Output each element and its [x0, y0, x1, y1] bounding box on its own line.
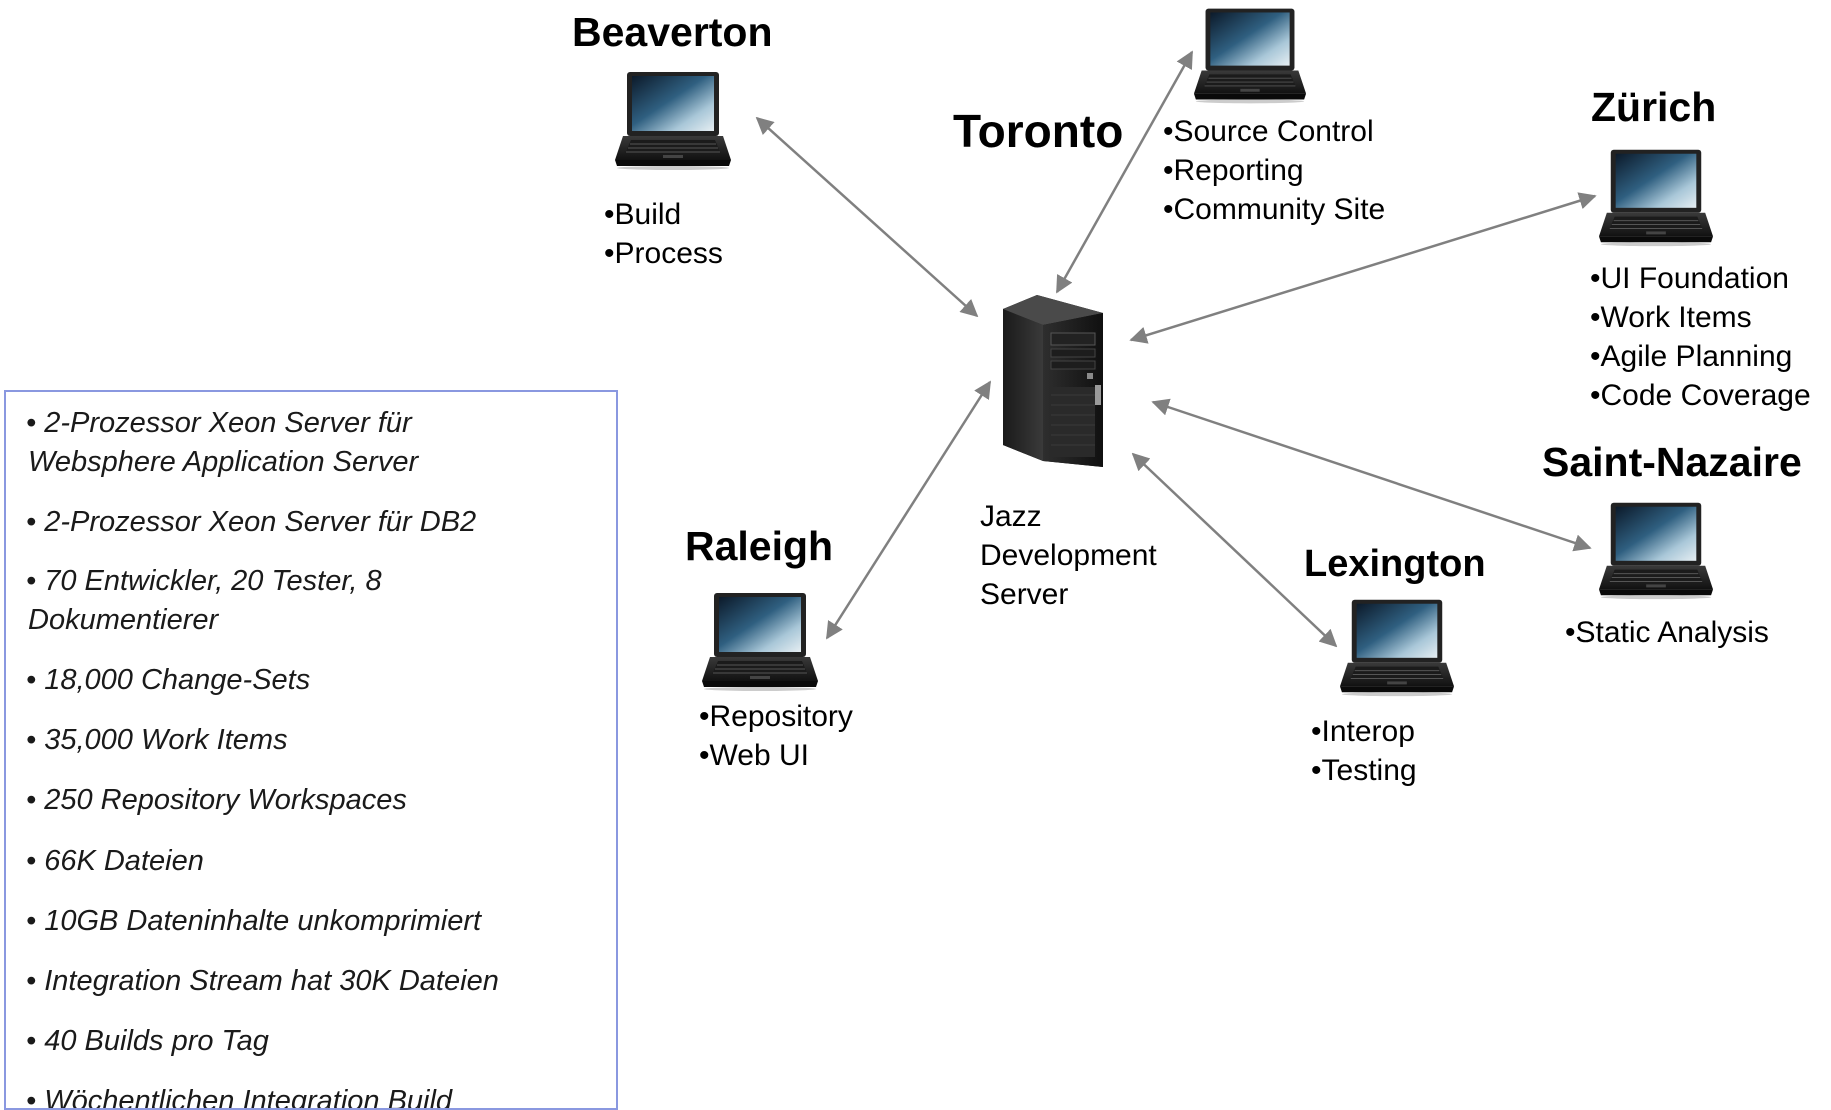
list-item: Work Items: [1590, 298, 1811, 337]
site-list-toronto: Source Control Reporting Community Site: [1163, 112, 1386, 229]
spec-line: Websphere Application Server: [28, 446, 419, 478]
laptop-icon: [1338, 597, 1456, 697]
spec-line: • 18,000 Change-Sets: [26, 664, 311, 696]
site-name-toronto: Toronto: [953, 105, 1124, 157]
spec-line: • 2-Prozessor Xeon Server für: [26, 407, 412, 439]
arrow-raleigh: [825, 380, 992, 640]
server-specs-box: • 2-Prozessor Xeon Server für Websphere …: [4, 390, 618, 1110]
laptop-icon: [700, 591, 820, 691]
list-item: Process: [604, 234, 723, 273]
laptop-icon: [1192, 5, 1308, 105]
arrow-zurich: [1129, 192, 1597, 344]
site-name-lexington: Lexington: [1304, 543, 1486, 585]
server-label-line: Development: [980, 539, 1157, 572]
spec-line: Dokumentierer: [28, 604, 219, 636]
server-label-line: Server: [980, 578, 1069, 611]
tower-server-icon: [1003, 295, 1103, 467]
spec-line: • 70 Entwickler, 20 Tester, 8: [26, 565, 382, 597]
list-item: Web UI: [699, 736, 853, 775]
list-item: Interop: [1311, 712, 1417, 751]
laptop-icon: [1597, 147, 1715, 247]
spec-line: • 35,000 Work Items: [26, 724, 288, 756]
site-list-raleigh: Repository Web UI: [699, 697, 853, 775]
list-item: UI Foundation: [1590, 259, 1811, 298]
spec-line: • 66K Dateien: [26, 845, 204, 877]
laptop-icon: [1597, 500, 1715, 600]
arrow-beaverton: [755, 116, 979, 318]
site-name-saint-nazaire: Saint-Nazaire: [1542, 439, 1802, 485]
arrow-lexington: [1131, 452, 1338, 648]
list-item: Testing: [1311, 751, 1417, 790]
spec-line: • Integration Stream hat 30K Dateien: [26, 965, 499, 997]
server-label: Jazz Development Server: [980, 497, 1157, 614]
server-label-line: Jazz: [980, 500, 1042, 533]
site-list-beaverton: Build Process: [604, 195, 723, 273]
arrow-saint-nazaire: [1151, 398, 1592, 552]
list-item: Code Coverage: [1590, 376, 1811, 415]
list-item: Community Site: [1163, 190, 1386, 229]
spec-line: • 250 Repository Workspaces: [26, 784, 407, 816]
spec-line: • 10GB Dateninhalte unkomprimiert: [26, 905, 482, 937]
list-item: Static Analysis: [1565, 613, 1769, 652]
spec-line: • 40 Builds pro Tag: [26, 1025, 269, 1057]
list-item: Reporting: [1163, 151, 1385, 190]
site-name-raleigh: Raleigh: [685, 523, 834, 569]
list-item: Source Control: [1163, 112, 1385, 151]
site-list-saint-nazaire: Static Analysis: [1565, 613, 1769, 652]
site-list-lexington: Interop Testing: [1311, 712, 1417, 790]
spec-line: • 2-Prozessor Xeon Server für DB2: [26, 506, 477, 538]
list-item: Agile Planning: [1590, 337, 1811, 376]
list-item: Repository: [699, 697, 853, 736]
laptop-icon: [613, 64, 733, 176]
site-name-beaverton: Beaverton: [572, 9, 773, 55]
spec-line: • Wöchentlichen Integration Build: [26, 1085, 453, 1110]
site-list-zurich: UI Foundation Work Items Agile Planning …: [1590, 259, 1811, 415]
list-item: Build: [604, 195, 723, 234]
arrow-toronto: [1055, 50, 1194, 294]
site-name-zurich: Zürich: [1591, 84, 1717, 130]
